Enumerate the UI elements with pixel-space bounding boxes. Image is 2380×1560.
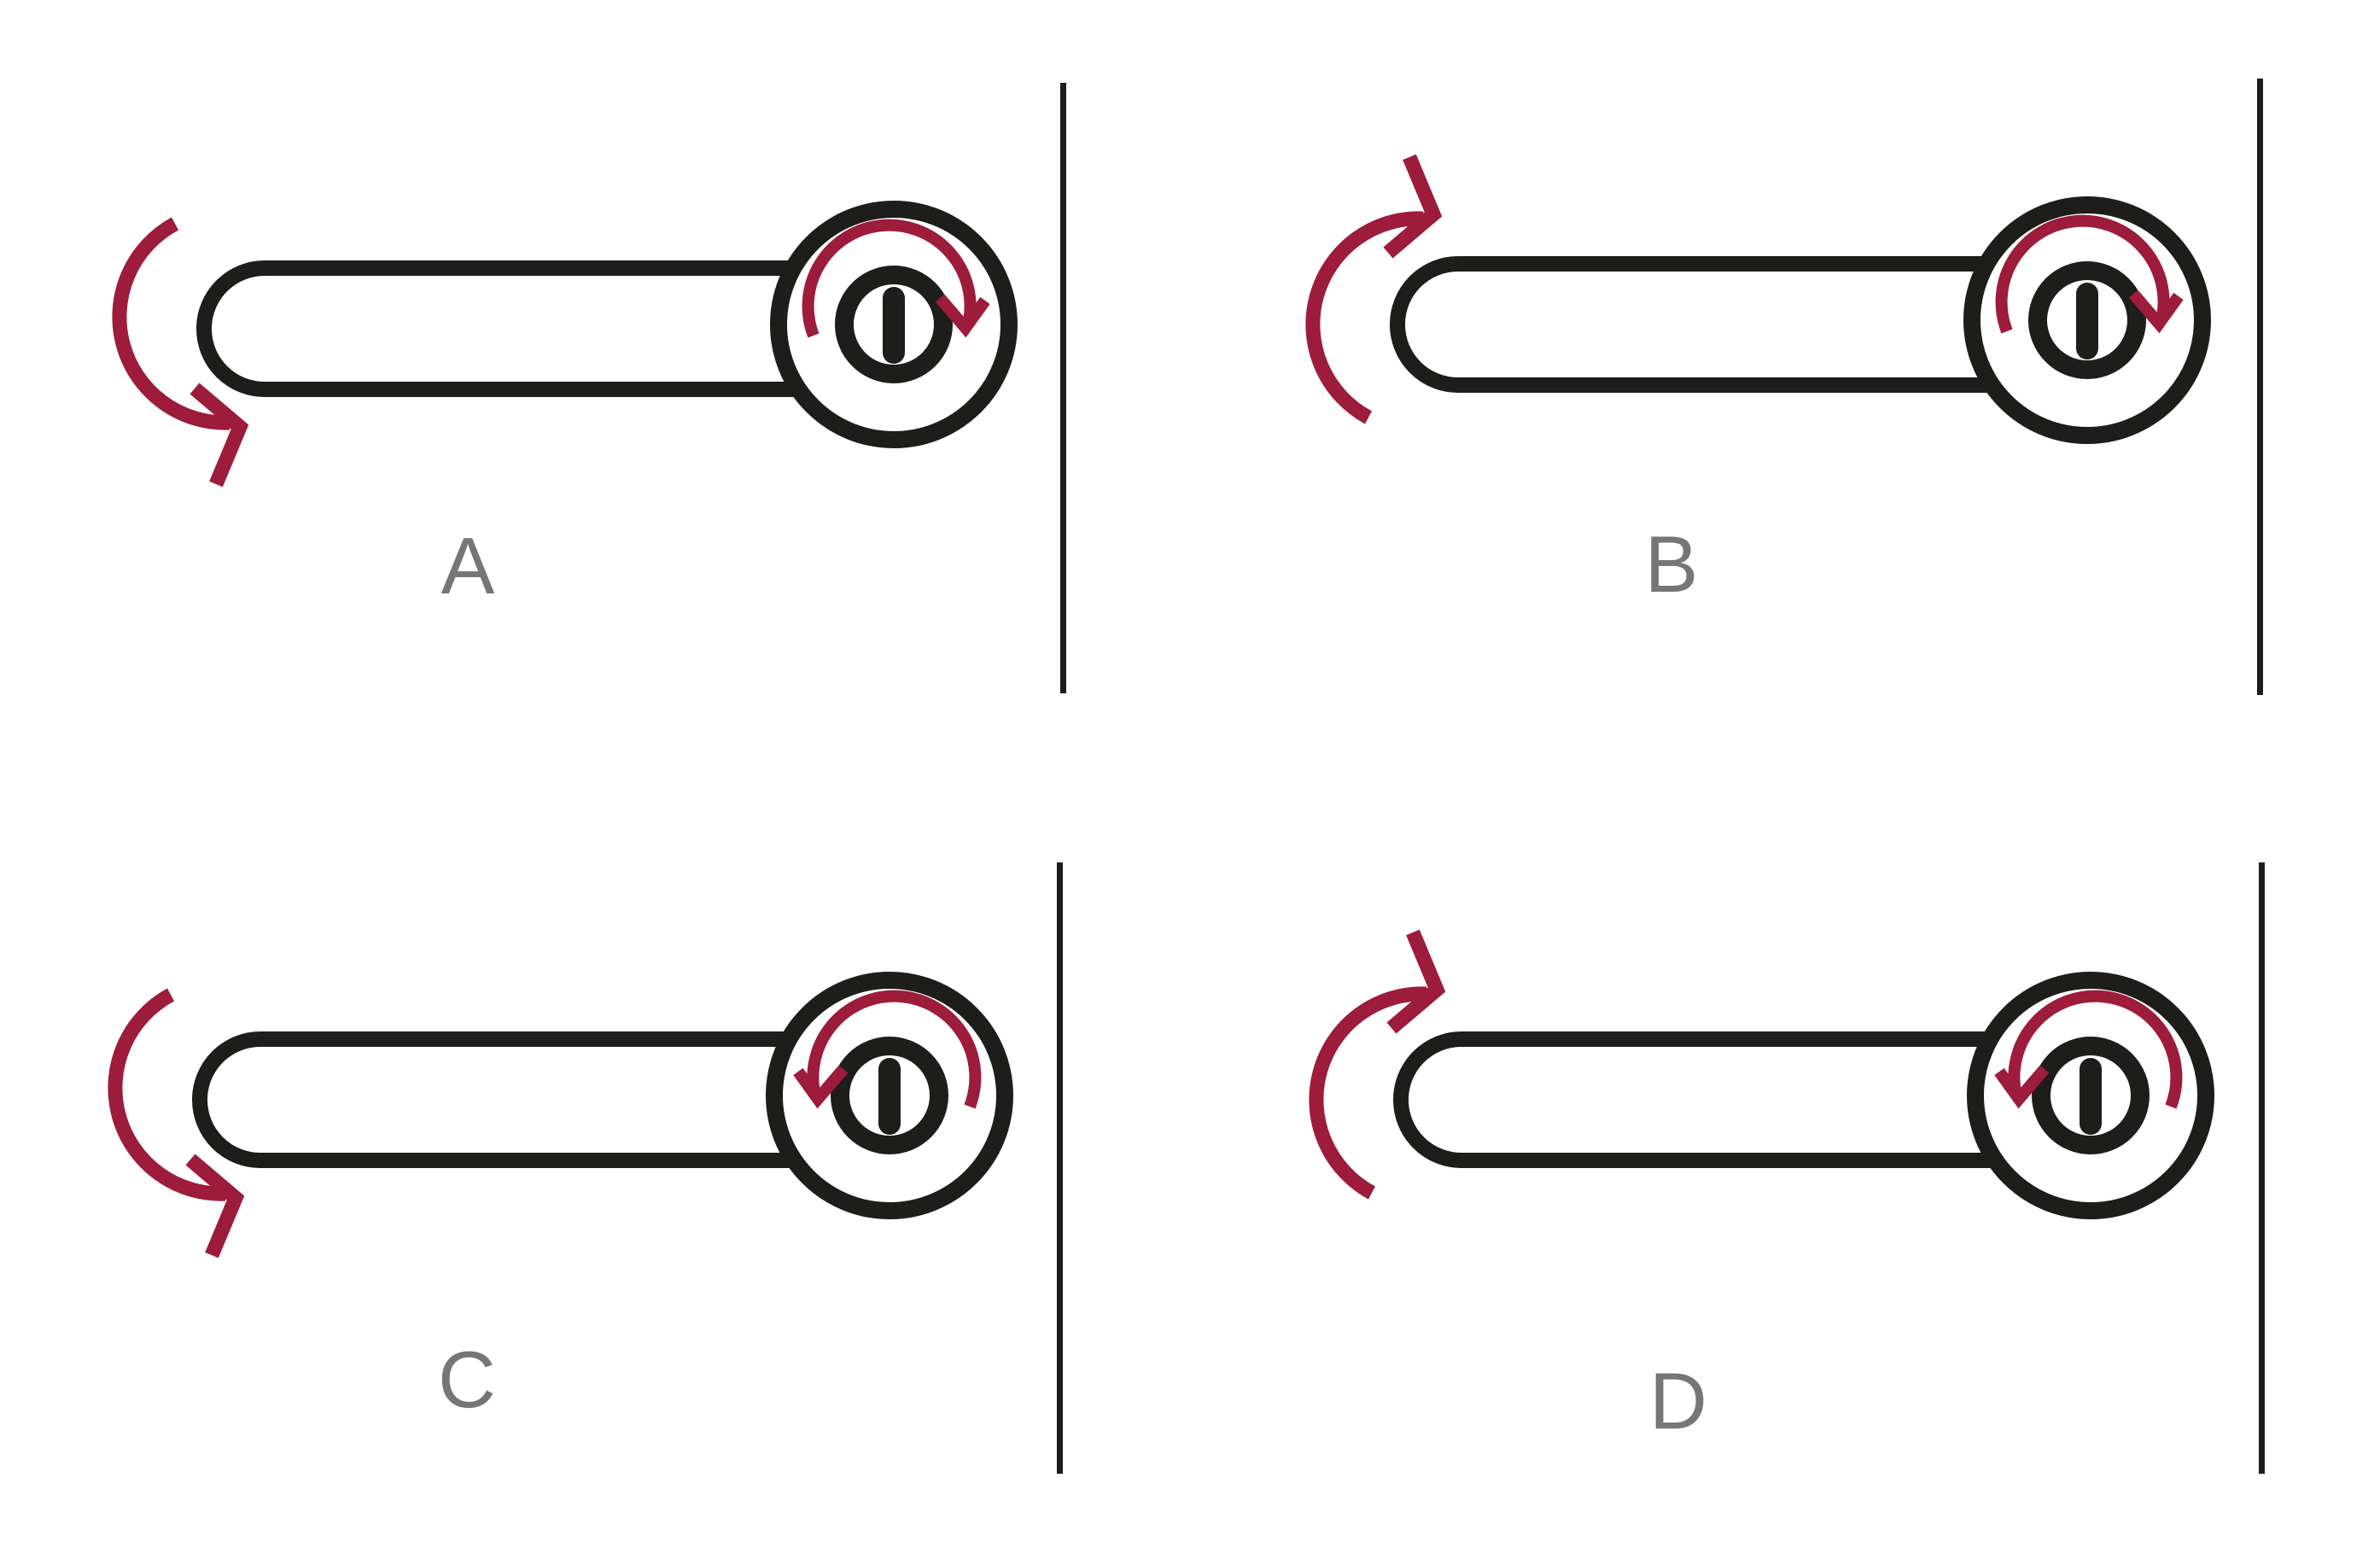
option-label-a: A [440, 521, 495, 611]
divider-line [1060, 83, 1066, 693]
option-label-c: C [438, 1335, 496, 1424]
door-handle [204, 209, 1009, 440]
option-a-diagram [83, 73, 1065, 636]
divider-line [1057, 862, 1063, 1474]
option-d-diagram [1280, 844, 2261, 1407]
divider-line [2257, 79, 2263, 695]
door-handle [200, 980, 1005, 1211]
option-b-diagram [1276, 68, 2258, 632]
option-c-diagram [79, 844, 1060, 1407]
option-label-b: B [1644, 519, 1699, 609]
door-handle [1401, 980, 2206, 1211]
option-label-d: D [1649, 1356, 1707, 1446]
divider-line [2259, 862, 2265, 1474]
door-handle [1397, 205, 2202, 435]
